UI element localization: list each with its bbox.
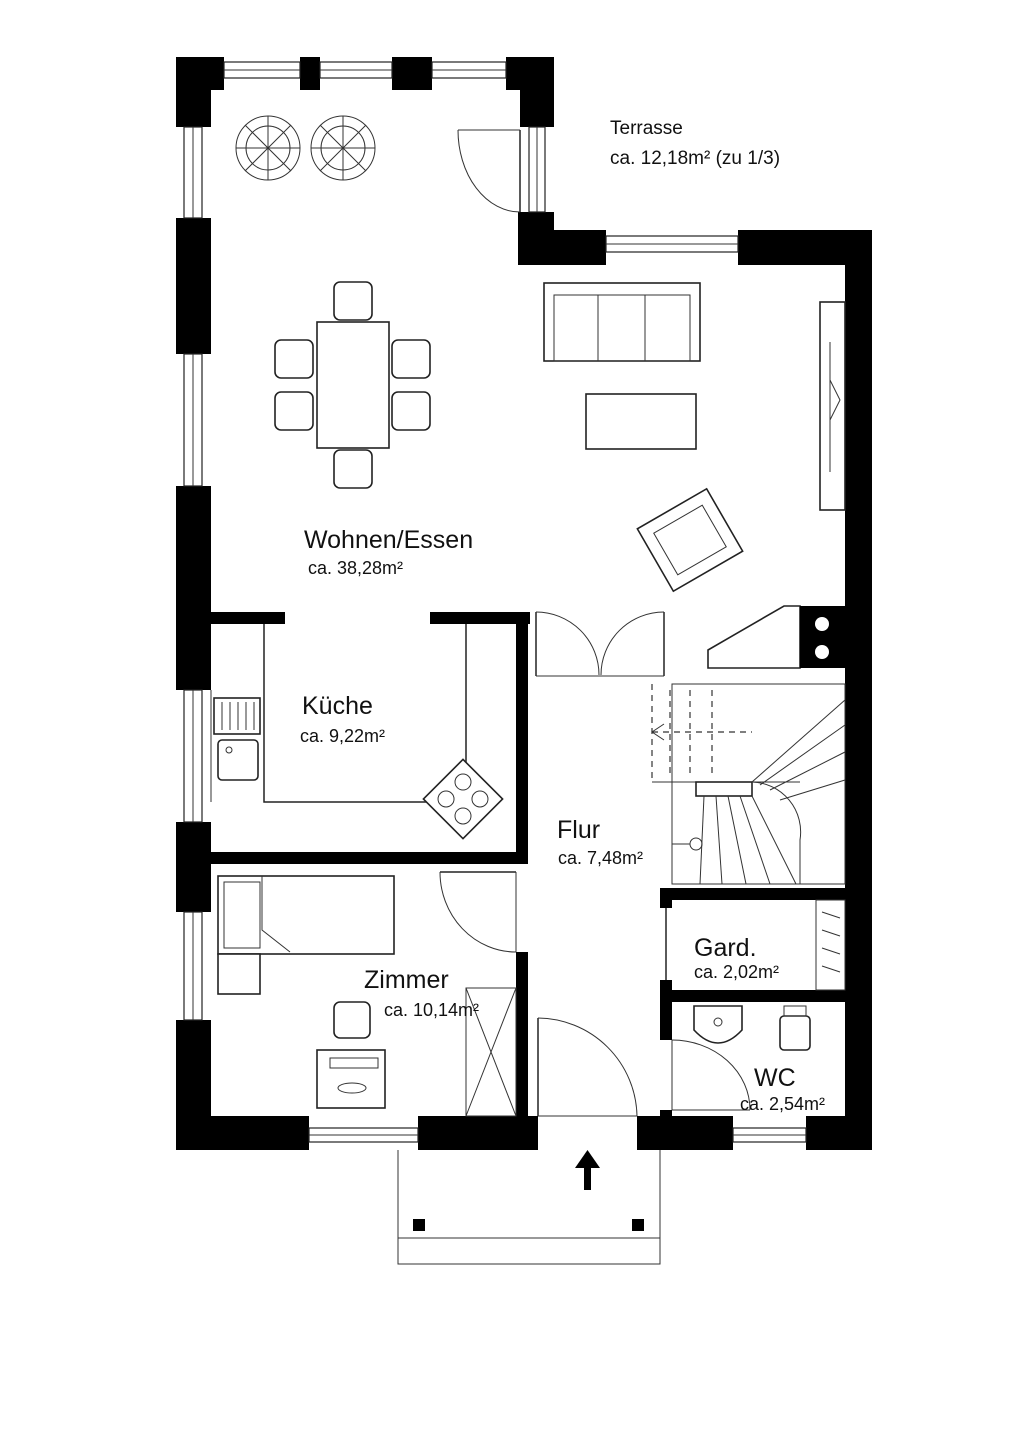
room-name: Gard. [694,934,757,962]
sofa-icon [543,282,701,362]
plant-icon [235,115,376,181]
entrance-porch [397,1150,661,1265]
room-label-wc: WC ca. 2,54m² [740,1064,825,1114]
outer-walls [176,57,872,1150]
wardrobe [815,899,846,991]
windows [183,61,807,1143]
room-area: ca. 38,28m² [308,558,403,578]
room-label-kueche: Küche ca. 9,22m² [300,692,385,746]
room-label-flur: Flur ca. 7,48m² [557,816,643,868]
room-name: Zimmer [364,966,449,994]
washbasin-icon [693,1005,743,1044]
room-area: ca. 2,54m² [740,1094,825,1114]
room-area: ca. 2,02m² [694,962,779,982]
interior-walls [211,612,850,1122]
toilet-icon [779,1005,811,1051]
sink-icon [213,697,261,781]
entrance-arrow-icon [575,1150,600,1190]
fireplace-icon [819,301,846,511]
room-area: ca. 7,48m² [558,848,643,868]
terrace-area: ca. 12,18m² (zu 1/3) [610,148,780,169]
armchair-icon [636,487,744,593]
room-name: Küche [302,692,373,720]
stove-icon [422,758,504,840]
wardrobe [465,987,517,1117]
kitchen-counter [210,624,467,803]
doors [439,129,751,1117]
room-name: Wohnen/Essen [304,526,473,554]
bed-icon [217,875,395,995]
staircase-icon [651,683,846,885]
coffee-table-icon [585,393,697,450]
room-name: WC [754,1064,796,1092]
room-name: Flur [557,816,600,844]
terrace-label: Terrasse ca. 12,18m² (zu 1/3) [610,118,780,169]
dining-table-icon [274,281,431,489]
stove-icon [707,605,845,669]
room-area: ca. 10,14m² [384,1000,479,1020]
room-label-gard: Gard. ca. 2,02m² [694,934,779,982]
room-label-zimmer: Zimmer ca. 10,14m² [364,966,479,1020]
terrace-name: Terrasse [610,118,683,139]
room-area: ca. 9,22m² [300,726,385,746]
room-label-wohnen: Wohnen/Essen ca. 38,28m² [304,526,473,578]
desk-icon [316,1001,386,1109]
